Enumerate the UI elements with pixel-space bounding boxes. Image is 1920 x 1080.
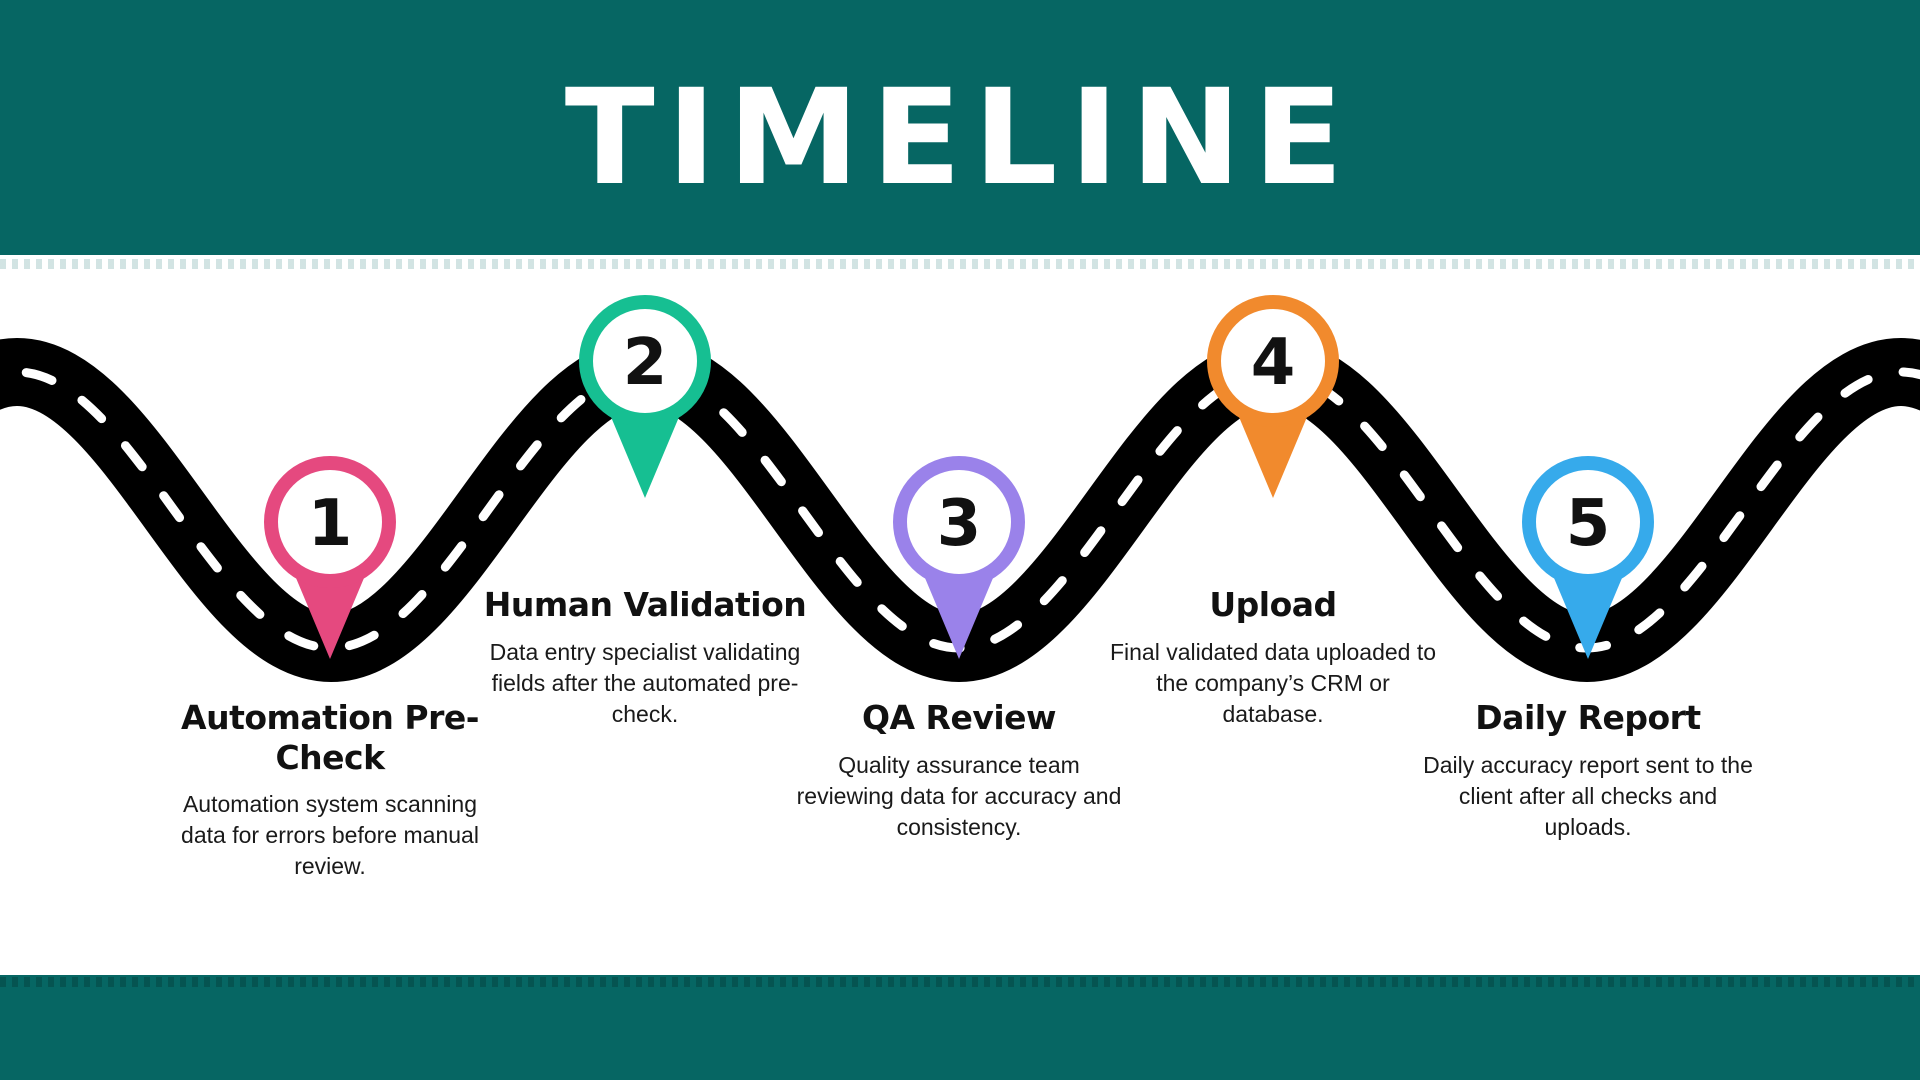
pin-number: 4 (1251, 326, 1296, 400)
step-description: Data entry specialist validating fields … (489, 638, 801, 727)
step-title: Human Validation (483, 585, 807, 624)
step-item-5: Daily Report Daily accuracy report sent … (1408, 698, 1768, 843)
pin-number: 3 (937, 487, 982, 561)
pin-step-5: 5 (1522, 456, 1654, 659)
pin-ring (1207, 295, 1339, 427)
step-title: QA Review (861, 698, 1057, 737)
pin-ring (893, 456, 1025, 588)
pin-number: 2 (623, 326, 668, 400)
footer-band (0, 975, 1920, 1080)
step-item-3: QA Review Quality assurance team reviewi… (779, 698, 1139, 843)
pin-number: 1 (308, 487, 353, 561)
step-item-2: Human Validation Data entry specialist v… (465, 585, 825, 730)
pin-ring (264, 456, 396, 588)
footer-stitch-row (0, 977, 1920, 987)
pin-step-2: 2 (579, 295, 711, 498)
step-description: Automation system scanning data for erro… (181, 791, 479, 880)
step-description: Quality assurance team reviewing data fo… (796, 751, 1122, 840)
page-title: TIMELINE (564, 60, 1356, 215)
step-description: Daily accuracy report sent to the client… (1423, 751, 1753, 840)
step-title: Automation Pre-Check (181, 698, 479, 777)
step-description: Final validated data uploaded to the com… (1109, 638, 1437, 727)
pin-ring (1522, 456, 1654, 588)
step-item-1: Automation Pre-Check Automation system s… (150, 698, 510, 882)
step-item-4: Upload Final validated data uploaded to … (1093, 585, 1453, 730)
header-stitch-row (0, 259, 1920, 269)
pin-number: 5 (1566, 487, 1611, 561)
pin-step-1: 1 (264, 456, 396, 659)
pin-step-4: 4 (1207, 295, 1339, 498)
step-title: Upload (1209, 585, 1337, 624)
pin-ring (579, 295, 711, 427)
pin-step-3: 3 (893, 456, 1025, 659)
step-title: Daily Report (1475, 698, 1701, 737)
header-band: TIMELINE (0, 0, 1920, 255)
